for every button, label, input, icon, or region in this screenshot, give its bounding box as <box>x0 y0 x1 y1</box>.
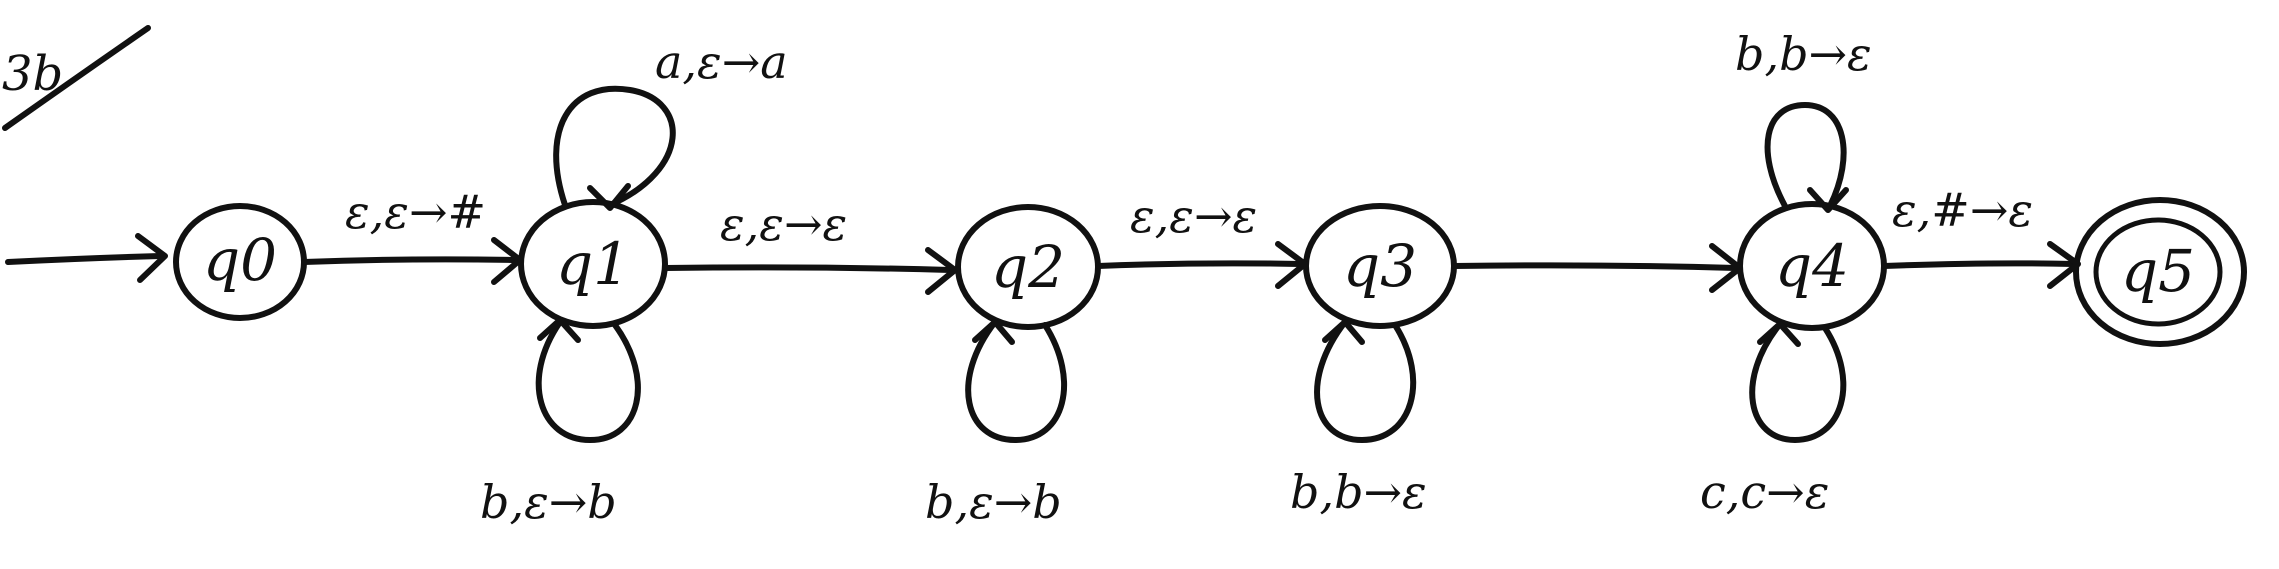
edge-q1-q2-label: ε,ε→ε <box>720 197 847 251</box>
loop-q4-bottom-label: c,c→ε <box>1700 465 1829 519</box>
edge-q4-q5: ε,#→ε <box>1881 183 2081 289</box>
edge-q2-q3: ε,ε→ε <box>1095 189 1308 289</box>
state-q0: q0 <box>173 203 307 321</box>
loop-q1-top: a,ε→a <box>553 35 788 211</box>
state-q3-label: q3 <box>1343 232 1417 300</box>
loop-q2-bottom-label: b,ε→b <box>925 475 1062 529</box>
state-q2: q2 <box>955 204 1101 330</box>
loop-q2-bottom: b,ε→b <box>925 319 1068 529</box>
problem-label-group: 3b <box>2 25 151 131</box>
state-q1: q1 <box>518 199 668 329</box>
edge-q0-q1-label: ε,ε→# <box>345 185 486 239</box>
edge-q0-q1: ε,ε→# <box>301 185 523 285</box>
loop-q3-bottom: b,b→ε <box>1290 319 1427 519</box>
loop-q1-top-label: a,ε→a <box>655 35 788 89</box>
problem-label-slash <box>2 25 151 131</box>
state-q5-label: q5 <box>2121 237 2195 305</box>
edge-q4-q5-label: ε,#→ε <box>1892 183 2033 237</box>
edge-q3-q4 <box>1451 243 1743 293</box>
edge-q2-q3-label: ε,ε→ε <box>1130 189 1257 243</box>
loop-q4-top-label: b,b→ε <box>1735 27 1872 81</box>
start-arrow <box>5 233 168 283</box>
loop-q1-bottom-label: b,ε→b <box>480 475 617 529</box>
state-q3: q3 <box>1303 203 1457 329</box>
edge-q1-q2: ε,ε→ε <box>662 197 958 295</box>
state-q5-accept: q5 <box>2073 197 2247 347</box>
state-q4-label: q4 <box>1775 232 1849 300</box>
state-q4: q4 <box>1737 201 1887 331</box>
loop-q3-bottom-label: b,b→ε <box>1290 465 1427 519</box>
loop-q4-bottom: c,c→ε <box>1700 321 1847 519</box>
loop-q1-bottom: b,ε→b <box>480 317 641 529</box>
state-q1-label: q1 <box>556 230 630 298</box>
state-q0-label: q0 <box>203 226 277 294</box>
loop-q4-top: b,b→ε <box>1735 27 1872 213</box>
state-q2-label: q2 <box>991 233 1065 301</box>
